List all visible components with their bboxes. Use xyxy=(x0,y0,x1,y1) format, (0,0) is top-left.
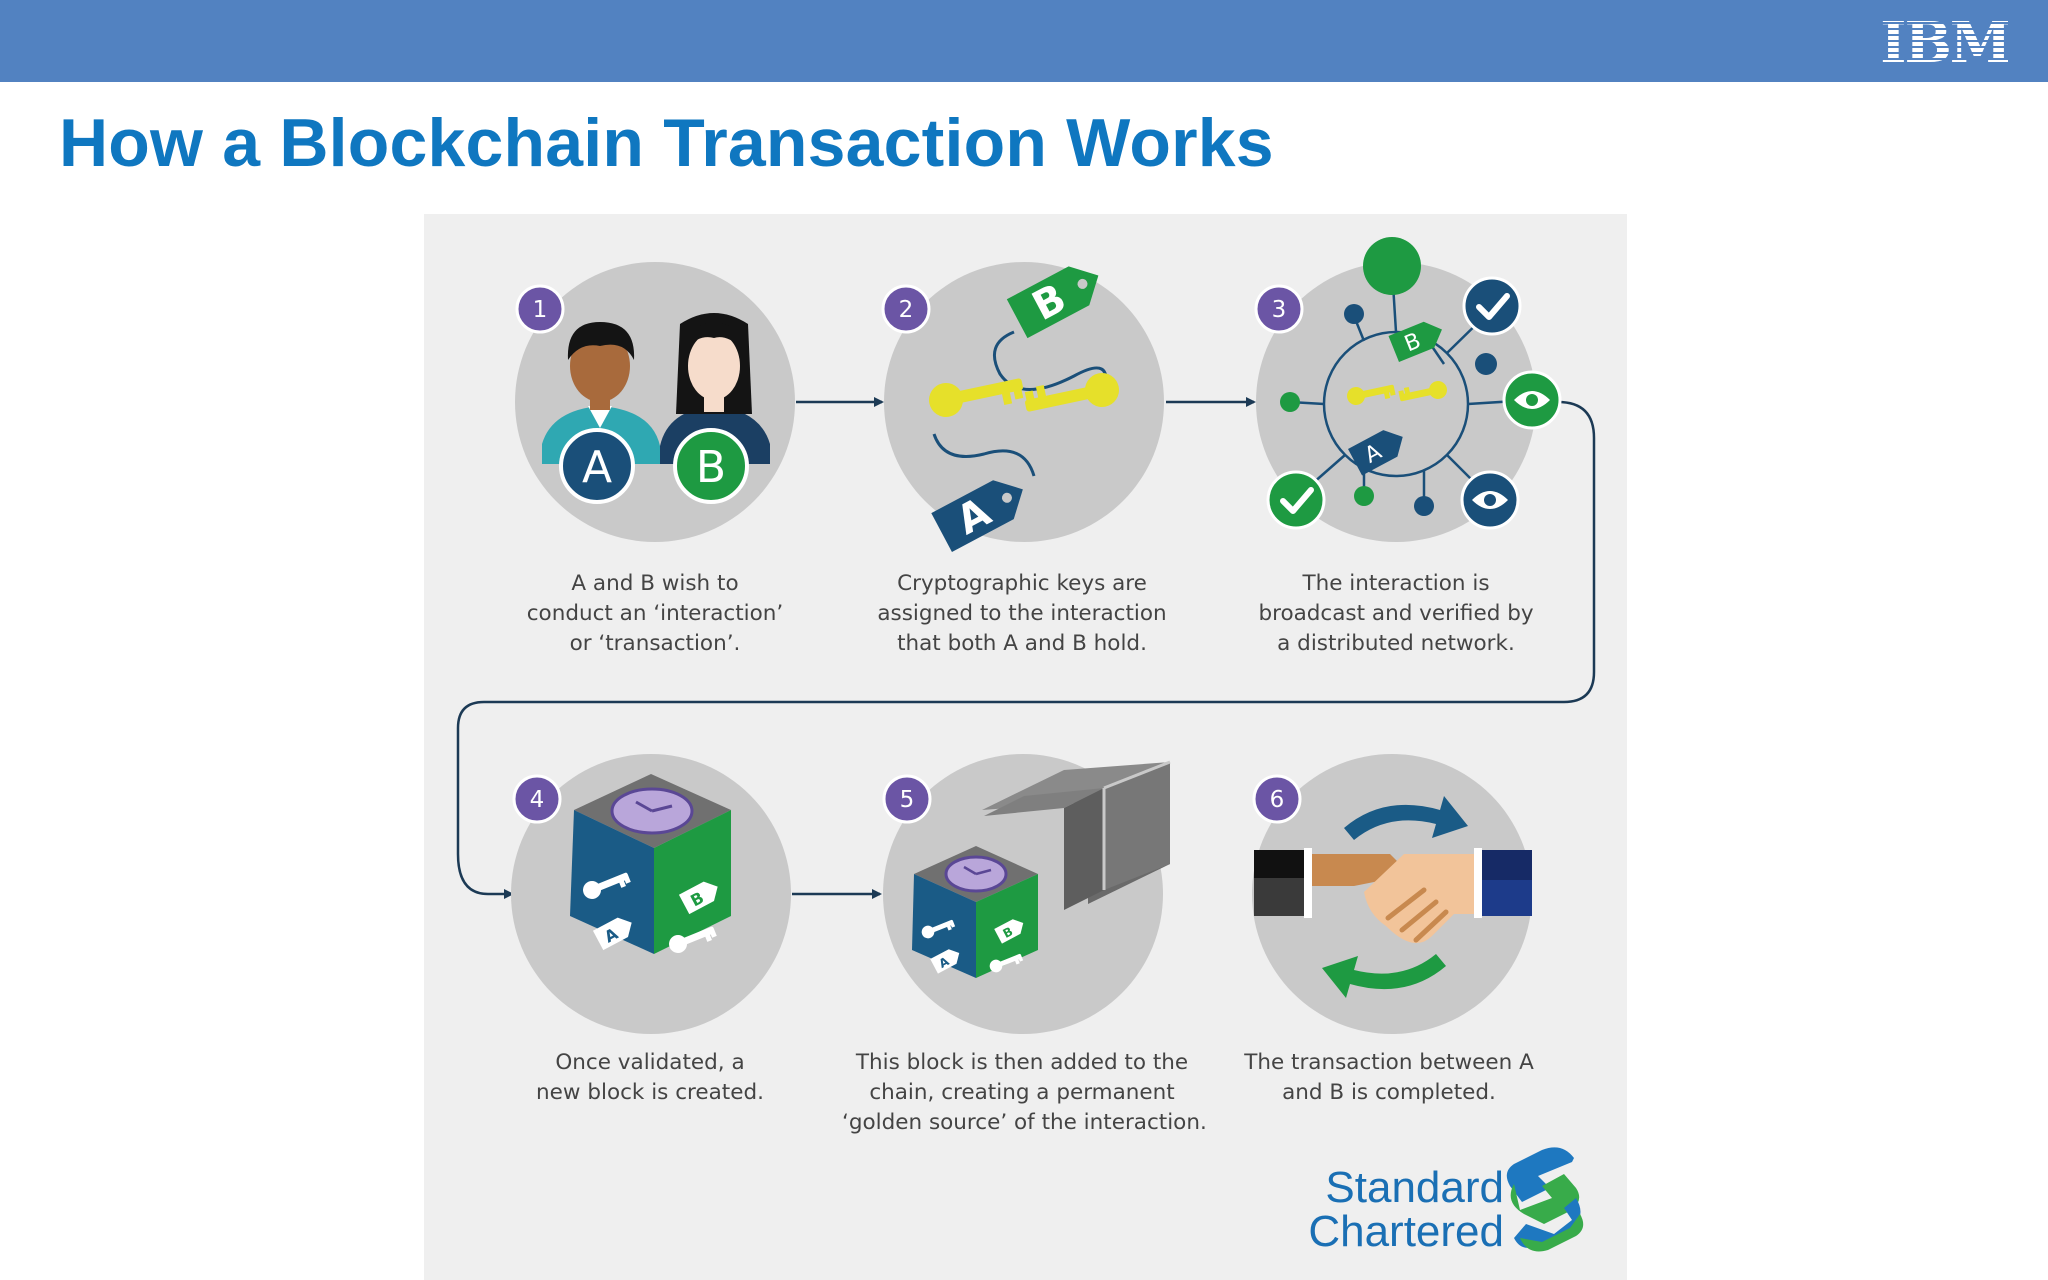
process-diagram: A B 1 B A xyxy=(456,237,1596,1252)
infographic-panel: A B 1 B A xyxy=(424,214,1627,1280)
step-1-number: 1 xyxy=(533,297,548,323)
cube-block-icon: A B xyxy=(912,846,1038,978)
step-6-number: 6 xyxy=(1270,787,1285,813)
step-4-number: 4 xyxy=(530,787,545,813)
ibm-logo-text: IBM xyxy=(1882,12,2008,64)
network-node xyxy=(1280,392,1300,412)
step-3-number: 3 xyxy=(1272,297,1287,323)
step-6: 6 xyxy=(1252,754,1532,1034)
step-4: A B 4 xyxy=(511,754,791,1034)
step-5-number-badge xyxy=(882,774,932,824)
eye-icon xyxy=(1460,470,1520,530)
logo-line-1: Standard xyxy=(1325,1163,1504,1212)
eye-icon xyxy=(1502,370,1562,430)
caption-line: A and B wish to xyxy=(571,571,739,596)
step-3-number-badge xyxy=(1254,284,1304,334)
network-node-top xyxy=(1363,237,1421,295)
tag-icon-a: A xyxy=(930,949,960,974)
caption-line: a distributed network. xyxy=(1277,631,1515,656)
standard-chartered-logo-text: Standard Chartered xyxy=(1304,1166,1504,1254)
tag-icon-b: B xyxy=(994,919,1024,944)
standard-chartered-icon xyxy=(1506,1147,1584,1252)
step-1-caption: A and B wish to conduct an ‘interaction’… xyxy=(485,569,825,659)
tag-icon-b: B xyxy=(1388,321,1442,362)
step-2-number: 2 xyxy=(899,297,914,323)
arrow-3-to-4 xyxy=(456,400,1596,899)
caption-line: ‘golden source’ of the interaction. xyxy=(842,1110,1207,1135)
caption-line: This block is then added to the xyxy=(855,1050,1189,1075)
badge-b-label: B xyxy=(696,442,726,493)
caption-line: The interaction is xyxy=(1302,571,1490,596)
badge-a xyxy=(559,428,635,504)
caption-line: that both A and B hold. xyxy=(897,631,1147,656)
step-2-caption: Cryptographic keys are assigned to the i… xyxy=(852,569,1192,659)
step-3-caption: The interaction is broadcast and verifie… xyxy=(1226,569,1566,659)
slide-title: How a Blockchain Transaction Works xyxy=(59,105,1274,181)
network-node xyxy=(1344,304,1364,324)
logo-line-2: Chartered xyxy=(1308,1207,1504,1256)
arrow-icon-bottom xyxy=(1322,954,1446,998)
clock-icon xyxy=(944,855,1008,893)
caption-line: The transaction between A xyxy=(1244,1050,1534,1075)
check-icon xyxy=(1266,470,1326,530)
step-1: A B 1 xyxy=(515,262,795,542)
ibm-logo: IBM xyxy=(1882,12,2008,64)
key-string-b xyxy=(992,330,1108,393)
step-5: A B 5 xyxy=(882,754,1171,1034)
step-2-circle xyxy=(884,262,1164,542)
step-4-caption: Once validated, a new block is created. xyxy=(480,1048,820,1108)
tag-icon-b: B xyxy=(678,881,718,915)
caption-line: Cryptographic keys are xyxy=(897,571,1147,596)
network-node xyxy=(1354,486,1374,506)
badge-a-label: A xyxy=(582,442,612,493)
tag-icon-a: A xyxy=(1348,430,1403,476)
step-2: B A 2 xyxy=(881,262,1164,552)
step-5-caption: This block is then added to the chain, c… xyxy=(842,1048,1207,1138)
key-string-a xyxy=(932,433,1036,477)
tag-icon-a: A xyxy=(592,917,632,951)
caption-line: broadcast and verified by xyxy=(1258,601,1534,626)
flow-connectors xyxy=(456,397,1596,899)
caption-line: or ‘transaction’. xyxy=(569,631,741,656)
step-3: B A 3 xyxy=(1254,237,1562,542)
header-bar: IBM xyxy=(0,0,2048,82)
caption-line: new block is created. xyxy=(536,1080,764,1105)
caption-line: Once validated, a xyxy=(555,1050,745,1075)
step-6-number-badge xyxy=(1252,774,1302,824)
handshake-icon xyxy=(1254,848,1532,944)
cube-block-icon: A B xyxy=(570,774,731,956)
check-icon xyxy=(1462,276,1522,336)
step-6-caption: The transaction between A and B is compl… xyxy=(1219,1048,1559,1108)
chain-blocks xyxy=(982,760,1171,910)
step-4-number-badge xyxy=(512,774,562,824)
step-2-number-badge xyxy=(881,284,931,334)
network-node xyxy=(1475,353,1497,375)
step-1-number-badge xyxy=(515,284,565,334)
clock-icon xyxy=(610,787,694,835)
caption-line: assigned to the interaction xyxy=(877,601,1167,626)
step-5-number: 5 xyxy=(900,787,915,813)
network-node xyxy=(1414,496,1434,516)
caption-line: and B is completed. xyxy=(1282,1080,1496,1105)
caption-line: chain, creating a permanent xyxy=(869,1080,1175,1105)
arrow-icon-top xyxy=(1344,796,1468,840)
badge-b xyxy=(673,428,749,504)
caption-line: conduct an ‘interaction’ xyxy=(526,601,784,626)
tag-icon-b: B xyxy=(1006,266,1099,339)
